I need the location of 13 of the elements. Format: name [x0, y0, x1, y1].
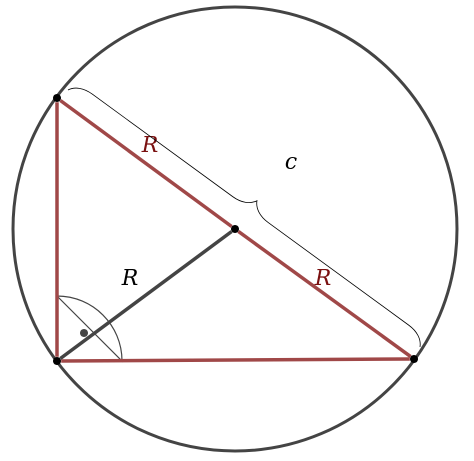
edge-label: R [314, 268, 330, 286]
line-segment [61, 357, 410, 363]
vertex-point [53, 357, 61, 365]
line-segment [59, 99, 233, 228]
vertex-point [231, 225, 239, 233]
edge-label: R [121, 268, 138, 286]
line-segment [59, 230, 233, 360]
vertex-point [53, 94, 61, 102]
length-label: c [286, 156, 297, 170]
edge-label: R [141, 136, 158, 152]
line-segment [55, 102, 59, 357]
line-segment [237, 230, 412, 358]
vertex-point [410, 355, 418, 363]
